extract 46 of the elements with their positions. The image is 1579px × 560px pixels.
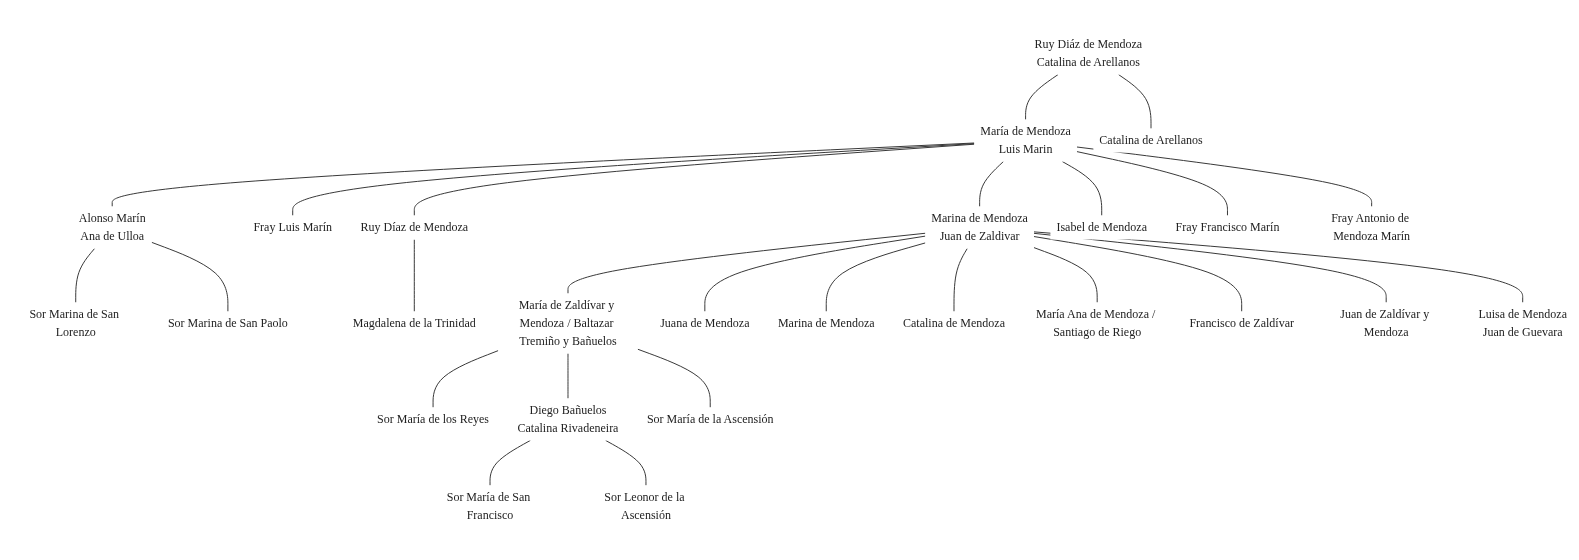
- node-text: Ruy Diáz de Mendoza Catalina de Arellanos: [1034, 37, 1143, 69]
- node-text: María de Zaldívar y Mendoza / Baltazar Tremiño y Bañuelos: [518, 298, 617, 348]
- node-text: Sor María de los Reyes: [377, 412, 490, 426]
- connector: [825, 242, 926, 312]
- node-text: María Ana de Mendoza / Santiago de Riego: [1036, 307, 1156, 339]
- connector: [1033, 236, 1243, 312]
- node-text: Catalina de Mendoza: [903, 316, 1005, 330]
- connector: [953, 248, 968, 312]
- connector: [704, 235, 926, 312]
- node-text: Sor Marina de San Paolo: [167, 316, 288, 330]
- node-text: Luisa de Mendoza Juan de Guevara: [1478, 307, 1567, 339]
- node-text: Fray Luis Marín: [253, 220, 333, 234]
- node-text: Francisco de Zaldívar: [1189, 316, 1294, 330]
- connector: [1076, 151, 1228, 216]
- connector: [567, 232, 926, 294]
- node-text: Sor María de la Ascensión: [646, 412, 774, 426]
- connector: [432, 350, 499, 408]
- node-text: Magdalena de la Trinidad: [352, 316, 476, 330]
- node-text: María de Mendoza Luis Marin: [980, 124, 1071, 156]
- node-text: Ruy Díaz de Mendoza: [360, 220, 469, 234]
- connector: [292, 143, 975, 216]
- connector: [413, 143, 975, 216]
- connector: [979, 161, 1004, 207]
- node-text: Juan de Zaldívar y Mendoza: [1340, 307, 1430, 339]
- connector: [75, 248, 96, 303]
- node-text: Alonso Marín Ana de Ulloa: [78, 211, 146, 243]
- node-text: Juana de Mendoza: [660, 316, 750, 330]
- node-text: Fray Francisco Marín: [1175, 220, 1280, 234]
- connector: [1025, 74, 1059, 121]
- node-text: Sor María de San Francisco: [446, 490, 531, 522]
- connector: [1033, 247, 1098, 303]
- connector: [605, 439, 647, 486]
- connector: [1061, 161, 1103, 216]
- connector: [413, 239, 415, 312]
- connector: [637, 348, 711, 408]
- connector: [151, 241, 229, 312]
- node-text: Diego Bañuelos Catalina Rivadeneira: [517, 403, 619, 435]
- connector: [1118, 74, 1152, 130]
- node-text: Sor Leonor de la Ascensión: [604, 490, 685, 522]
- node-text: Marina de Mendoza: [777, 316, 875, 330]
- node-text: Marina de Mendoza Juan de Zaldivar: [931, 211, 1028, 243]
- node-text: Fray Antonio de Mendoza Marín: [1331, 211, 1411, 243]
- connector: [111, 142, 975, 207]
- node-text: Sor Marina de San Lorenzo: [29, 307, 120, 339]
- connector: [489, 439, 531, 486]
- connector: [1076, 146, 1373, 207]
